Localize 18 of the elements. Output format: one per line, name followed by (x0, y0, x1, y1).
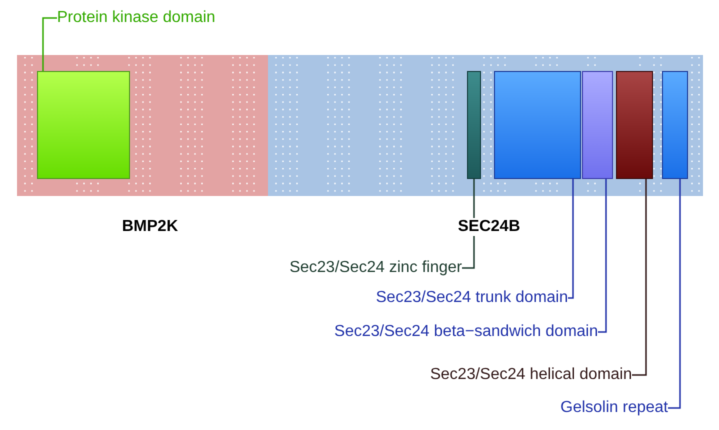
leader-line (568, 179, 574, 299)
domain-box (616, 71, 653, 179)
domain-label: Protein kinase domain (57, 8, 216, 28)
leader-line (632, 179, 647, 376)
domain-box (37, 71, 130, 179)
leader-line (598, 179, 607, 333)
leader-line (668, 179, 681, 409)
domain-label: Sec23/Sec24 zinc finger (289, 258, 462, 278)
protein-name: SEC24B (456, 218, 522, 236)
domain-label: Gelsolin repeat (560, 398, 668, 418)
domain-box (662, 71, 688, 179)
domain-box (582, 71, 613, 179)
leader-line (42, 17, 57, 71)
domain-box (494, 71, 581, 179)
domain-label: Sec23/Sec24 helical domain (430, 365, 632, 385)
domain-label: Sec23/Sec24 trunk domain (376, 288, 568, 308)
domain-box (467, 71, 481, 179)
domain-label: Sec23/Sec24 beta−sandwich domain (334, 322, 598, 342)
